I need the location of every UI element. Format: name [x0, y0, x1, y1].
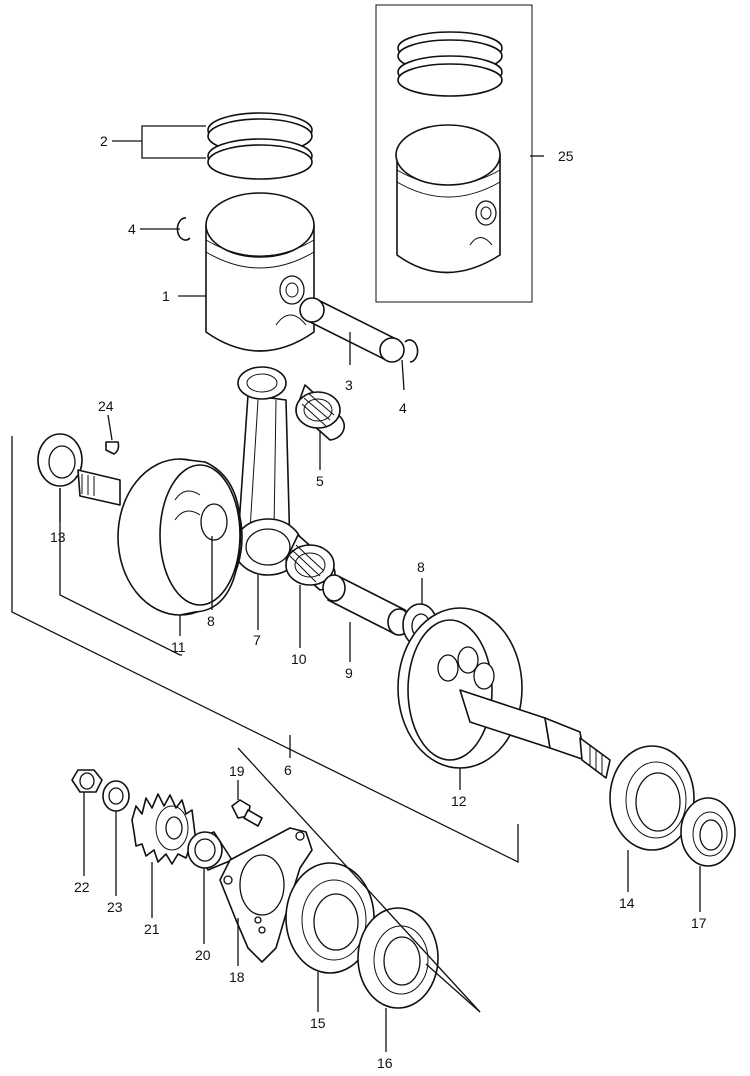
callout-23: 23 — [107, 899, 123, 915]
callout-8-right: 8 — [417, 559, 425, 575]
crank-pin — [322, 574, 411, 636]
callout-7: 7 — [253, 632, 261, 648]
callout-18: 18 — [229, 969, 245, 985]
callout-4-left: 4 — [128, 221, 136, 237]
callout-12: 12 — [451, 793, 467, 809]
big-end-bearing — [285, 534, 336, 591]
callout-20: 20 — [195, 947, 211, 963]
bearing-retainer-plate — [219, 827, 313, 963]
oil-seal-right — [680, 797, 736, 867]
crankshaft-assembly-bracket — [11, 436, 519, 1013]
callout-6: 6 — [284, 762, 292, 778]
piston-rings — [207, 112, 313, 180]
oil-seal-left — [37, 433, 83, 487]
main-bearing-right — [609, 745, 695, 851]
callout-9: 9 — [345, 665, 353, 681]
callout-2: 2 — [100, 133, 108, 149]
callout-22: 22 — [74, 879, 90, 895]
primary-drive-gear — [131, 793, 197, 865]
piston — [205, 192, 315, 352]
circlip-right — [404, 339, 419, 363]
callout-14: 14 — [619, 895, 635, 911]
callout-3: 3 — [345, 377, 353, 393]
connecting-rod — [233, 366, 303, 576]
callout-24: 24 — [98, 398, 114, 414]
piston-set-rings — [397, 31, 503, 97]
callout-1: 1 — [162, 288, 170, 304]
main-bearing-left — [285, 862, 375, 974]
callout-4-right: 4 — [399, 400, 407, 416]
callout-5: 5 — [316, 473, 324, 489]
callout-labels: 1 2 3 4 4 5 6 7 8 8 9 10 11 12 13 14 15 … — [50, 133, 707, 1071]
callout-15: 15 — [310, 1015, 326, 1031]
crank-nut — [71, 769, 103, 793]
callout-17: 17 — [691, 915, 707, 931]
piston-set-frame — [375, 4, 533, 303]
bolt — [231, 799, 263, 827]
piston-set-piston — [395, 124, 501, 274]
callout-8-left: 8 — [207, 613, 215, 629]
crank-half-left — [77, 458, 243, 616]
callout-21: 21 — [144, 921, 160, 937]
callout-19: 19 — [229, 763, 245, 779]
callout-13: 13 — [50, 529, 66, 545]
callout-16: 16 — [377, 1055, 393, 1071]
callout-10: 10 — [291, 651, 307, 667]
callout-25: 25 — [558, 148, 574, 164]
small-end-bearing — [295, 384, 345, 441]
woodruff-key — [105, 441, 120, 455]
circlip-left — [176, 217, 191, 241]
oil-seal-lower — [357, 907, 439, 1009]
piston-pin — [299, 297, 405, 363]
leader-lines — [59, 125, 701, 1052]
crank-half-right — [397, 607, 611, 779]
lock-washer — [102, 780, 130, 812]
spacer-sleeve — [187, 831, 233, 871]
callout-11: 11 — [171, 639, 186, 655]
